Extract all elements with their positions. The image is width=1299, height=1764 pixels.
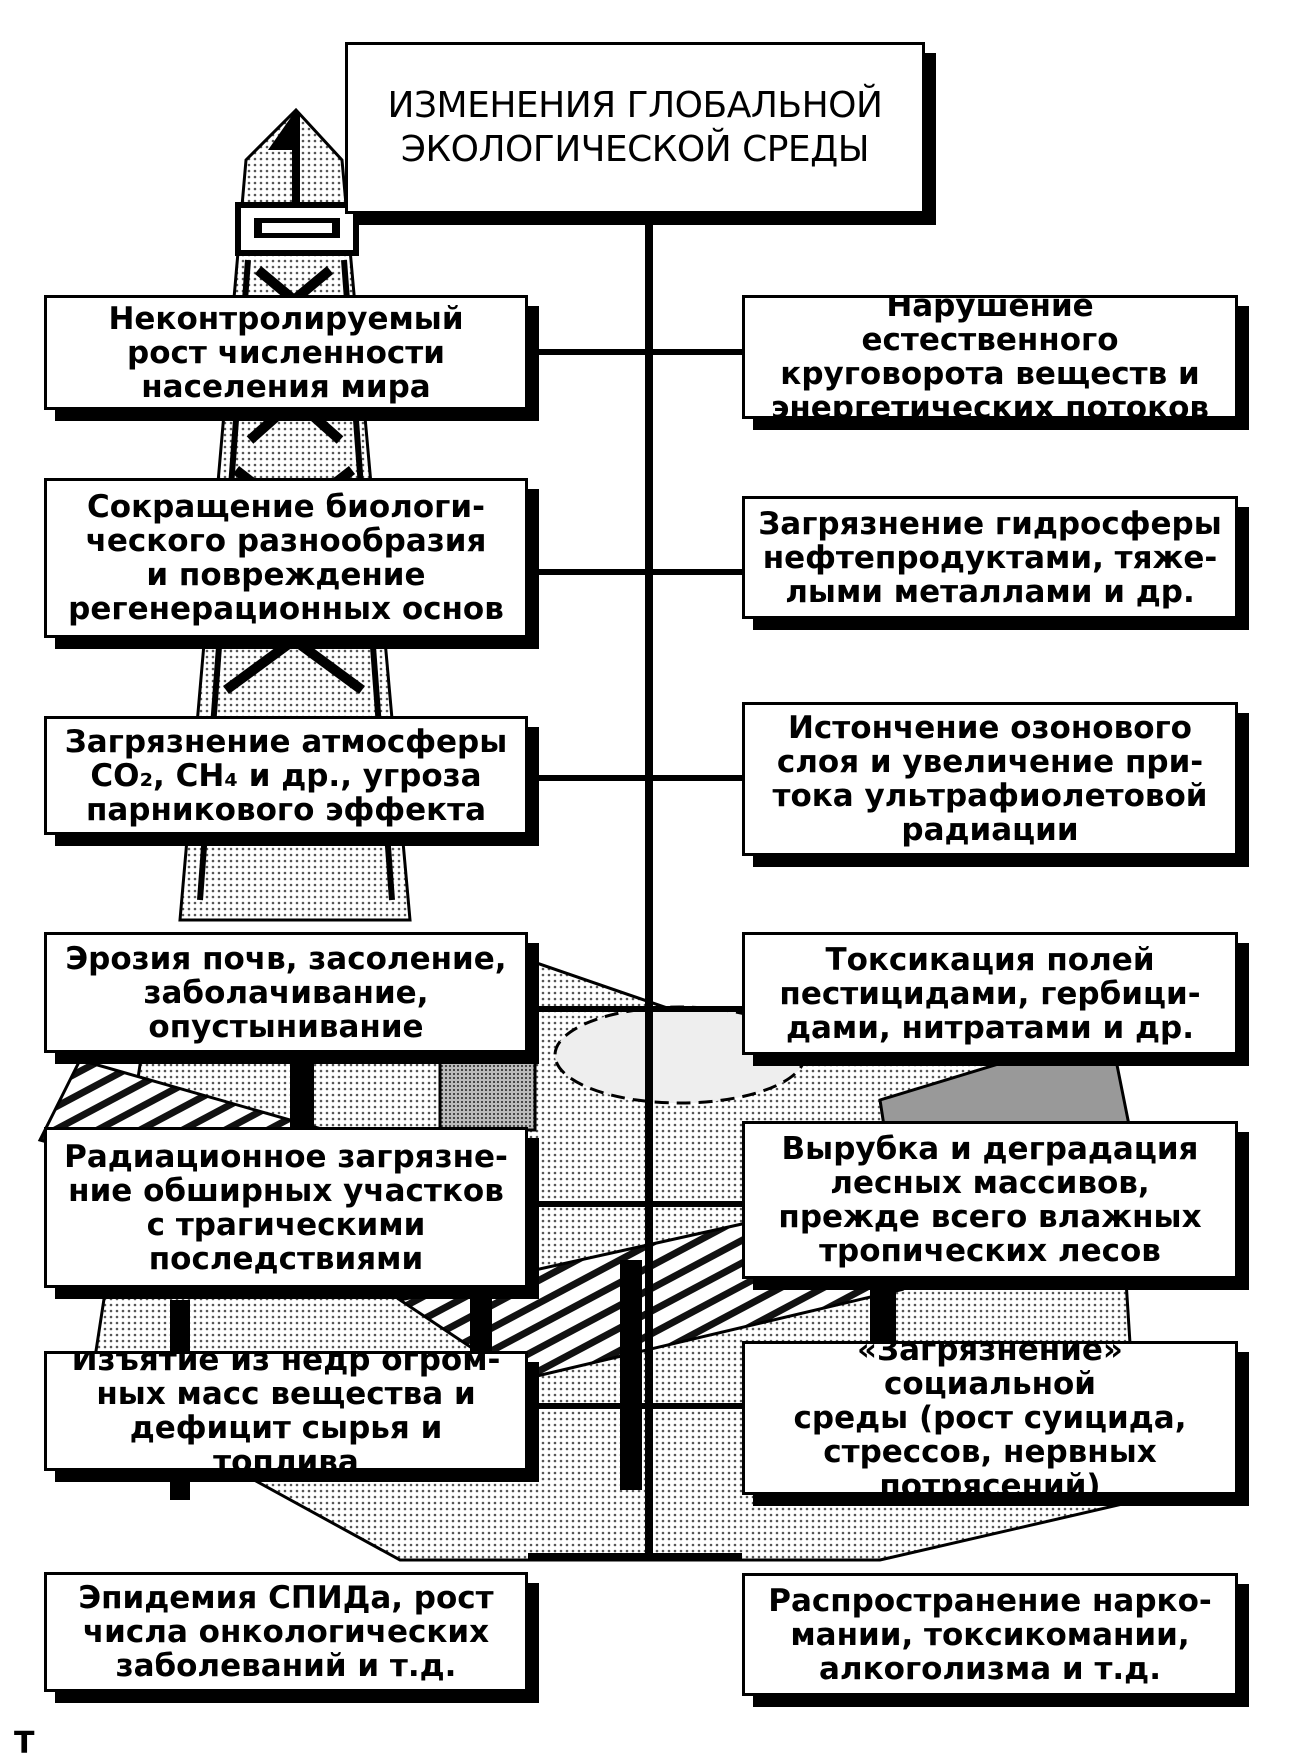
right-item-5: Вырубка и деградация лесных массивов, пр… bbox=[742, 1121, 1238, 1279]
right-item-2: Загрязнение гидросферы нефтепродуктами, … bbox=[742, 496, 1238, 619]
cropped-caption-fragment: Т bbox=[14, 1726, 35, 1761]
connector-row-2 bbox=[528, 569, 742, 575]
connector-row-6 bbox=[528, 1403, 742, 1409]
right-item-4: Токсикация полей пестицидами, гербици- д… bbox=[742, 932, 1238, 1055]
left-item-5: Радиационное загрязне- ние обширных учас… bbox=[44, 1127, 528, 1288]
connector-row-3 bbox=[528, 775, 742, 781]
connector-row-7 bbox=[528, 1553, 742, 1559]
left-item-1: Неконтролируемый рост численности населе… bbox=[44, 295, 528, 410]
left-item-3: Загрязнение атмосферы CO₂, CH₄ и др., уг… bbox=[44, 716, 528, 835]
right-item-3: Истончение озонового слоя и увеличение п… bbox=[742, 702, 1238, 856]
central-trunk-line bbox=[645, 214, 653, 1556]
connector-row-1 bbox=[528, 349, 742, 355]
connector-row-4 bbox=[528, 1006, 742, 1012]
left-item-4: Эрозия почв, засоление, заболачивание, о… bbox=[44, 932, 528, 1053]
left-item-7: Эпидемия СПИДа, рост числа онкологически… bbox=[44, 1572, 528, 1692]
left-item-2: Сокращение биологи- ческого разнообразия… bbox=[44, 478, 528, 638]
right-item-6: «Загрязнение» социальной среды (рост суи… bbox=[742, 1341, 1238, 1495]
right-item-1: Нарушение естественного круговорота веще… bbox=[742, 295, 1238, 419]
left-item-6: Изъятие из недр огром- ных масс вещества… bbox=[44, 1351, 528, 1471]
title-box: ИЗМЕНЕНИЯ ГЛОБАЛЬНОЙ ЭКОЛОГИЧЕСКОЙ СРЕДЫ bbox=[345, 42, 925, 214]
connector-row-5 bbox=[528, 1201, 742, 1207]
right-item-7: Распространение нарко- мании, токсикоман… bbox=[742, 1573, 1238, 1696]
